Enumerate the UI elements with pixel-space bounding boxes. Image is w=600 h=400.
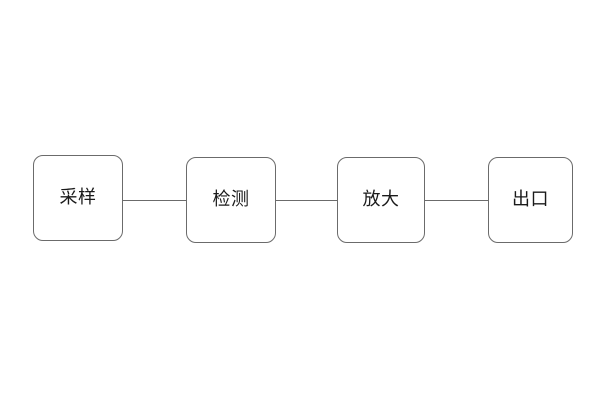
flow-node-outlet[interactable]: 出口 [488,157,573,243]
flow-node-label: 采样 [59,187,97,208]
flow-node-label: 出口 [512,189,549,210]
flow-node-detection[interactable]: 检测 [186,157,276,243]
flow-node-label: 检测 [212,189,250,210]
connector-sampling-to-detection [123,200,186,201]
connector-amplification-to-outlet [425,200,488,201]
connector-detection-to-amplification [276,200,337,201]
flow-node-label: 放大 [362,189,400,210]
flow-node-amplification[interactable]: 放大 [337,157,425,243]
flow-node-sampling[interactable]: 采样 [33,155,123,241]
